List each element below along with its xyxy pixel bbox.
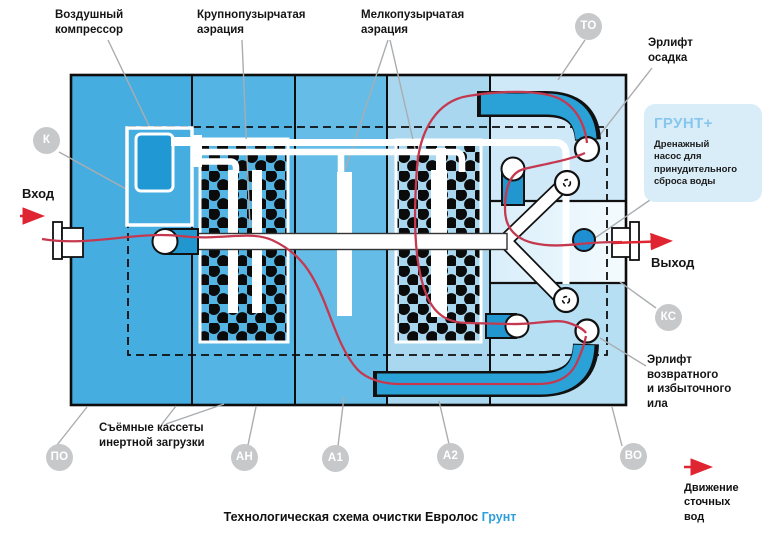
label-compressor: Воздушный компрессор xyxy=(55,9,124,36)
inlet-port xyxy=(151,228,199,255)
return-airlift-outlet xyxy=(574,318,600,344)
caption-brand: Грунт xyxy=(481,510,517,524)
grunt-plus-box: ГРУНТ+ Дренажный насос для принудительно… xyxy=(644,104,762,202)
badge-to: ТО xyxy=(575,13,602,40)
label-sludge-airlift: Эрлифт осадка xyxy=(648,37,693,64)
leader-lines xyxy=(56,39,657,447)
clarifier-equipment xyxy=(485,135,601,344)
grunt-plus-title: ГРУНТ+ xyxy=(654,115,713,132)
label-inert-cassettes: Съёмные кассеты инертной загрузки xyxy=(99,422,205,449)
badge-a1: А1 xyxy=(322,445,349,472)
label-return-airlift: Эрлифт возвратного и избыточного ила xyxy=(647,354,732,411)
badge-po: ПО xyxy=(46,444,73,471)
water-level-dashed-boundary xyxy=(127,126,608,356)
wastewater-flow-paths xyxy=(41,90,623,386)
flow-arrows xyxy=(20,207,713,476)
outlet-arrow xyxy=(612,232,673,251)
label-outlet: Выход xyxy=(651,255,695,270)
caption-text: Технологическая схема очистки Евролос xyxy=(223,510,482,524)
badge-ks: КС xyxy=(655,304,682,331)
grunt-plus-body: Дренажный насос для принудительного сбро… xyxy=(654,139,738,188)
badge-vo: ВО xyxy=(620,443,647,470)
main-pipe xyxy=(195,181,567,303)
air-manifold xyxy=(171,135,570,284)
badge-a2: А2 xyxy=(437,443,464,470)
scheme-caption: Технологическая схема очистки Евролос Гр… xyxy=(130,510,610,524)
label-coarse-aeration: Крупнопузырчатая аэрация xyxy=(197,9,306,36)
flow-legend-label: Движение сточных вод xyxy=(684,482,739,523)
air-compressor xyxy=(134,132,175,193)
label-fine-aeration: Мелкопузырчатая аэрация xyxy=(361,9,465,36)
label-inlet: Вход xyxy=(22,186,55,201)
badge-k: К xyxy=(33,127,60,154)
badge-an: АН xyxy=(231,444,258,471)
drainage-pump xyxy=(572,228,596,252)
